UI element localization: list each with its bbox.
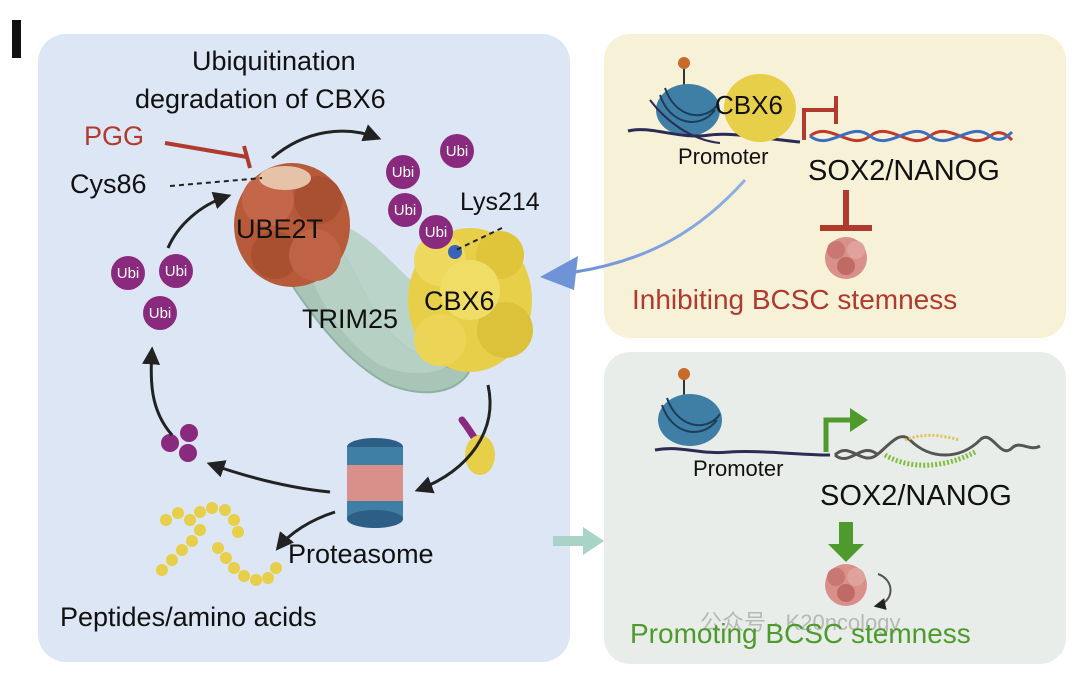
top-cbx6-label: CBX6	[715, 90, 783, 120]
green-connector-head	[583, 527, 604, 555]
pgg-inhibit-bar	[242, 145, 252, 169]
pgg-inhibit-line	[164, 141, 248, 159]
left-title-line1: Ubiquitination	[192, 46, 356, 76]
top-promoter-label: Promoter	[678, 144, 769, 169]
cbx6-protein	[408, 228, 533, 372]
ube2t-protein	[234, 163, 350, 287]
dna-helix-icon	[809, 129, 1014, 143]
peptides-chain	[156, 502, 282, 586]
promote-arrow	[823, 417, 850, 452]
cbx6-label: CBX6	[424, 286, 495, 316]
dna-helix-icon	[833, 433, 1041, 468]
green-connector-shaft	[553, 536, 583, 546]
free-ubi: Ubi Ubi Ubi	[111, 254, 193, 330]
ubiquitin-icon	[419, 215, 453, 249]
svg-text:Ubi: Ubi	[165, 263, 188, 280]
ubiquitin-icon	[143, 296, 177, 330]
svg-text:Ubi: Ubi	[149, 305, 172, 322]
promote-caption: Promoting BCSC stemness	[630, 618, 971, 649]
bottom-promoter-label: Promoter	[693, 456, 784, 481]
cys86-pointer	[169, 177, 263, 187]
left-title-line2: degradation of CBX6	[135, 84, 386, 114]
nucleosome-icon	[658, 368, 722, 446]
arrow-to-inhibit-panel	[574, 178, 747, 274]
degraded-fragments	[161, 424, 198, 462]
green-down-arrow-head	[828, 544, 864, 562]
cycle-arrow-to-ube2t	[166, 191, 232, 249]
dna-line-top-b	[649, 99, 721, 144]
cell-cluster-icon	[825, 564, 867, 606]
left-panel	[38, 34, 570, 662]
trim25-label: TRIM25	[302, 304, 399, 334]
cycle-arrow-left-up	[142, 346, 174, 436]
ubiquitin-icon	[388, 193, 422, 227]
blue-arrow-head	[540, 256, 578, 290]
watermark: 公众号 · K20ncology	[700, 610, 901, 635]
cycle-arrow-peptides	[275, 510, 336, 551]
top-inhibit-bracket	[802, 108, 836, 140]
svg-text:Ubi: Ubi	[446, 143, 469, 160]
pgg-label: PGG	[84, 121, 145, 151]
green-down-arrow-shaft	[839, 522, 853, 546]
cell-cluster-icon	[825, 237, 867, 279]
ubiquitin-icon	[111, 256, 145, 290]
proteasome-icon	[347, 438, 403, 528]
proteasome-label: Proteasome	[288, 539, 434, 569]
ube2t-label: UBE2T	[236, 214, 324, 244]
ubiquitin-icon	[386, 155, 420, 189]
bottom-gene-label: SOX2/NANOG	[820, 480, 1012, 512]
dna-line-bottom	[654, 447, 831, 457]
svg-text:Ubi: Ubi	[392, 164, 415, 181]
cys86-label: Cys86	[70, 169, 147, 199]
cbx6-on-promoter	[724, 74, 796, 142]
ubiquitin-icon	[159, 254, 193, 288]
top-gene-label: SOX2/NANOG	[808, 155, 1000, 187]
self-renewal-arrow	[873, 573, 892, 610]
svg-text:Ubi: Ubi	[425, 224, 448, 241]
cycle-arrow-top	[271, 124, 382, 160]
cycle-arrow-fragments	[206, 460, 331, 494]
lys214-label: Lys214	[460, 188, 540, 216]
ubi-chain: Ubi Ubi Ubi Ubi	[386, 134, 474, 249]
ubiquitin-icon	[440, 134, 474, 168]
svg-text:Ubi: Ubi	[394, 202, 417, 219]
svg-text:Ubi: Ubi	[117, 265, 140, 282]
peptides-label: Peptides/amino acids	[60, 602, 317, 632]
inhibit-caption: Inhibiting BCSC stemness	[632, 284, 958, 315]
cycle-arrow-to-proteasome	[414, 384, 492, 494]
panel-letter-mark	[12, 20, 21, 58]
promote-arrow-head	[850, 408, 868, 432]
